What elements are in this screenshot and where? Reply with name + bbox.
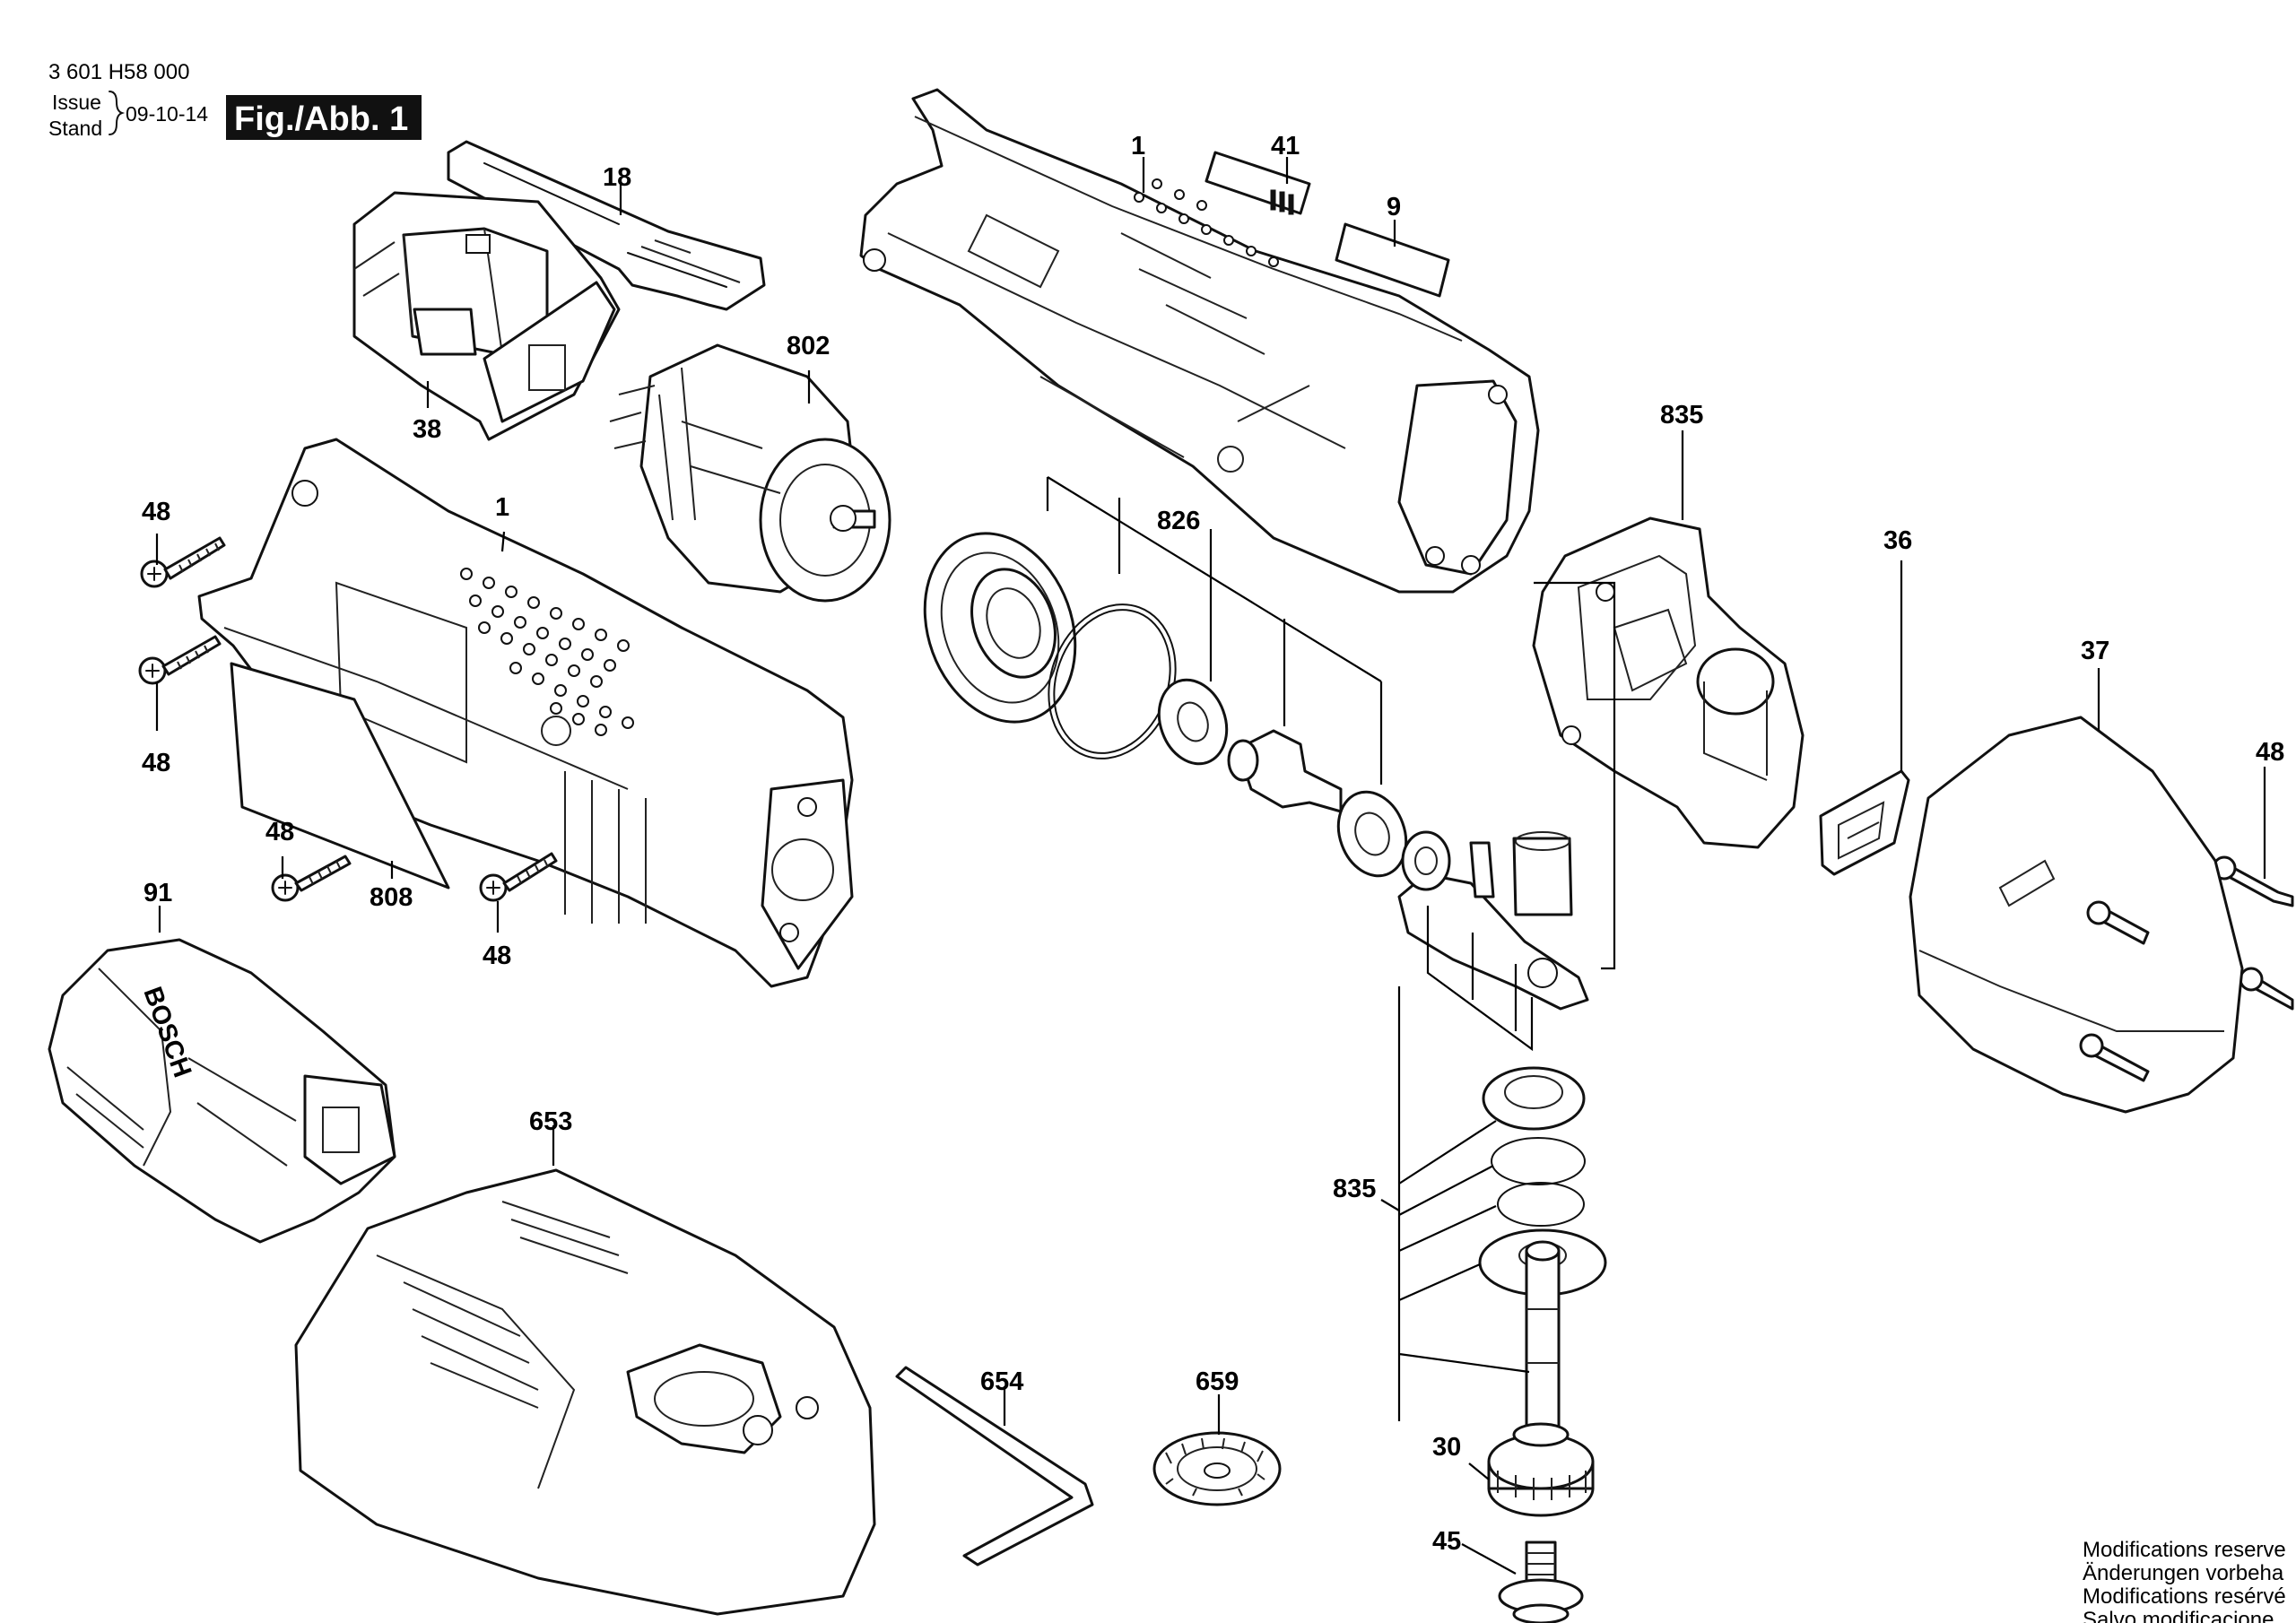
footer-note-en: Modifications reserve	[2083, 1538, 2286, 1562]
callout-1-lower: 1	[495, 493, 509, 522]
callout-802: 802	[787, 332, 830, 360]
callout-48-right: 48	[2256, 738, 2284, 767]
housing-upper-vents	[1134, 178, 1279, 267]
issue-date: 09-10-14	[126, 102, 208, 126]
callout-835-lower: 835	[1333, 1175, 1376, 1203]
part-835-gear-housing	[1532, 516, 1805, 849]
callout-659: 659	[1196, 1367, 1239, 1396]
callout-808: 808	[370, 883, 413, 912]
part-835-spindle-stack	[1478, 1066, 1607, 1517]
header: 3 601 H58 000 Issue Stand 09-10-14 Fig./…	[48, 60, 422, 140]
leader-lines	[155, 157, 2266, 1575]
part-808-label-sheet	[230, 662, 450, 890]
part-9-nameplate	[1335, 222, 1450, 298]
part-653-charger	[294, 1168, 876, 1616]
part-48-screws-right	[2212, 855, 2294, 1011]
part-654-hex-key	[895, 1366, 1094, 1567]
housing-lower-vents	[460, 568, 634, 736]
footer-notes: Modifications reserve Änderungen vorbeha…	[2083, 1538, 2286, 1623]
part-48-screw-b	[138, 635, 222, 685]
part-38-electronics-module	[352, 191, 621, 441]
part-659-adapter-disc	[1152, 1431, 1282, 1506]
issue-label: Issue	[52, 91, 101, 114]
issue-brace	[109, 91, 126, 135]
callout-37: 37	[2081, 637, 2109, 665]
part-number: 3 601 H58 000	[48, 60, 189, 84]
part-45-flange-screw	[1498, 1541, 1584, 1623]
part-48-screw-a	[140, 536, 226, 588]
part-48-screw-d	[479, 852, 558, 902]
callout-9: 9	[1387, 193, 1401, 221]
part-802-motor	[609, 343, 891, 603]
footer-note-es: Salvo modificacione	[2083, 1608, 2274, 1623]
callout-48-d: 48	[483, 942, 511, 970]
part-41-rating-label	[1205, 151, 1311, 215]
part-1-housing-upper	[859, 88, 1540, 594]
part-37-front-cover	[1909, 716, 2244, 1114]
part-eccentric-fork	[1397, 830, 1589, 1011]
callout-38: 38	[413, 415, 441, 444]
part-48-screw-c	[271, 855, 352, 902]
part-91-battery: BOSCH	[48, 938, 396, 1244]
part-36-latch-clip	[1819, 769, 1910, 876]
part-18-switch-slider	[447, 140, 766, 311]
callout-labels: 1 41 9 18 802 38 835 48 1 826 36 37 48 4…	[142, 132, 2284, 1556]
stand-label: Stand	[48, 117, 102, 140]
callout-835-upper: 835	[1660, 401, 1703, 430]
callout-91: 91	[144, 879, 172, 907]
callout-1-upper: 1	[1131, 132, 1145, 161]
callout-48-a: 48	[142, 498, 170, 526]
figure-label: Fig./Abb. 1	[234, 100, 408, 138]
callout-45: 45	[1432, 1527, 1461, 1556]
callout-18: 18	[603, 163, 631, 192]
footer-note-de: Änderungen vorbeha	[2083, 1561, 2284, 1585]
figure-label-box	[226, 95, 422, 140]
callout-48-c: 48	[265, 818, 294, 846]
part-1-housing-lower	[197, 438, 854, 988]
callout-653: 653	[529, 1107, 572, 1136]
callout-826: 826	[1157, 507, 1200, 535]
part-826-gear-group	[923, 532, 1408, 878]
callout-48-b: 48	[142, 749, 170, 777]
callout-30: 30	[1432, 1433, 1461, 1462]
footer-note-fr: Modifications resérvé	[2083, 1584, 2286, 1609]
callout-41: 41	[1271, 132, 1300, 161]
callout-654: 654	[980, 1367, 1023, 1396]
callout-36: 36	[1883, 526, 1912, 555]
